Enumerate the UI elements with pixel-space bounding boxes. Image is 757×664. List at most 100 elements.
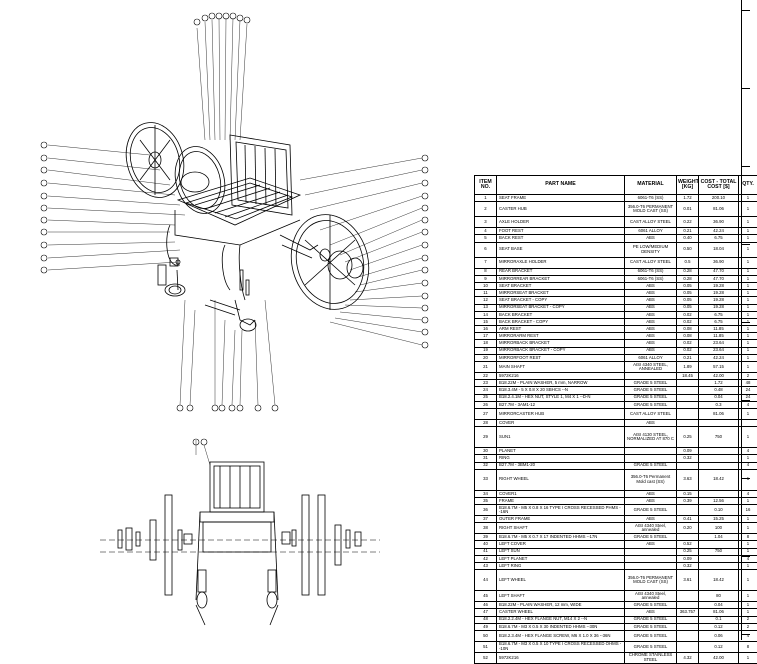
bom-item-no: 20 bbox=[475, 354, 497, 361]
bom-part-name: RIGHT SHAFT bbox=[497, 523, 625, 534]
seat-frame bbox=[167, 135, 300, 300]
front-exploded-view bbox=[100, 439, 380, 625]
bom-material: CHROME STAINLESS STEEL bbox=[625, 652, 677, 663]
bom-material: AISI 4340 Steel, annealed bbox=[625, 523, 677, 534]
bom-cost: 36.90 bbox=[699, 257, 739, 268]
bom-material: ABS bbox=[625, 235, 677, 242]
bom-material: GRADE 5 STEEL bbox=[625, 602, 677, 609]
bom-weight: 0.02 bbox=[677, 311, 699, 318]
bom-item-no: 7 bbox=[475, 257, 497, 268]
bom-part-name: SEAT BASE bbox=[497, 242, 625, 257]
bom-part-name: B18.2.2.4M - HEX FLANGE NUT, M14 X 2 --N bbox=[497, 616, 625, 623]
bom-weight: 0.05 bbox=[677, 304, 699, 311]
bom-material: AISI 4130 STEEL, NORMALIZED AT 870 C bbox=[625, 427, 677, 448]
bom-weight bbox=[677, 419, 699, 426]
bom-cost: 23.64 bbox=[699, 347, 739, 354]
bom-cost: 0.3 bbox=[699, 401, 739, 408]
bom-part-name: B27.7M - 3AM1-12 bbox=[497, 401, 625, 408]
bom-item-no: 5 bbox=[475, 235, 497, 242]
bom-material: 6061-T6 (SS) bbox=[625, 195, 677, 202]
bom-cost: 47.70 bbox=[699, 275, 739, 282]
bom-part-name: COVER bbox=[497, 419, 625, 426]
left-caster bbox=[158, 265, 185, 296]
bom-material: GRADE 5 STEEL bbox=[625, 623, 677, 630]
bom-cost: 23.64 bbox=[699, 340, 739, 347]
bom-part-name: ARM REST bbox=[497, 326, 625, 333]
bom-weight: 363.757 bbox=[677, 609, 699, 616]
bom-weight: 0.15 bbox=[677, 490, 699, 497]
bom-item-no: 10 bbox=[475, 282, 497, 289]
bom-material: CAST ALLOY STEEL bbox=[625, 217, 677, 228]
bom-cost: 18.42 bbox=[699, 570, 739, 591]
right-wheel-exploded bbox=[280, 206, 379, 318]
bom-weight: 1.72 bbox=[677, 195, 699, 202]
bom-material: ABS bbox=[625, 497, 677, 504]
bom-part-name: B18.22M - PLAIN WASHER, 12 mm, WIDE bbox=[497, 602, 625, 609]
bom-item-no: 21 bbox=[475, 362, 497, 373]
bom-item-no: 15 bbox=[475, 318, 497, 325]
bom-cost: 11.85 bbox=[699, 326, 739, 333]
bom-item-no: 6 bbox=[475, 242, 497, 257]
bom-weight: 0.5 bbox=[677, 257, 699, 268]
bom-cost: 19.28 bbox=[699, 297, 739, 304]
bom-weight: 0.02 bbox=[677, 347, 699, 354]
bom-item-no: 30 bbox=[475, 448, 497, 455]
bom-weight: 4.32 bbox=[677, 652, 699, 663]
bom-material: GRADE 5 STEEL bbox=[625, 380, 677, 387]
bom-part-name: RIGHT WHEEL bbox=[497, 469, 625, 490]
bom-weight: 0.08 bbox=[677, 333, 699, 340]
bom-part-name: CASTER WHEEL bbox=[497, 609, 625, 616]
bom-material: PE LOW/MEDIUM DENSITY bbox=[625, 242, 677, 257]
bom-item-no: 48 bbox=[475, 616, 497, 623]
border-tick bbox=[742, 88, 750, 89]
bom-cost: 100 bbox=[699, 523, 739, 534]
bom-material: 6061 ALLOY bbox=[625, 228, 677, 235]
bom-material: ABS bbox=[625, 326, 677, 333]
bom-item-no: 41 bbox=[475, 548, 497, 555]
bom-weight bbox=[677, 591, 699, 602]
bom-weight: 0.28 bbox=[677, 275, 699, 282]
bom-cost: 200.10 bbox=[699, 195, 739, 202]
bom-material: GRADE 5 STEEL bbox=[625, 616, 677, 623]
bom-weight bbox=[677, 623, 699, 630]
bom-item-no: 19 bbox=[475, 347, 497, 354]
bom-material bbox=[625, 373, 677, 380]
bom-weight: 0.09 bbox=[677, 555, 699, 562]
bom-part-name: MIRRORCASTER HUB bbox=[497, 408, 625, 419]
bom-item-no: 36 bbox=[475, 505, 497, 516]
bom-material: 356.0-T6 Permanent Mold cast (SS) bbox=[625, 469, 677, 490]
bom-qty: 8 bbox=[739, 641, 757, 652]
bom-weight: 0.05 bbox=[677, 290, 699, 297]
bom-cost bbox=[699, 490, 739, 497]
bom-weight: 0.21 bbox=[677, 354, 699, 361]
bom-item-no: 13 bbox=[475, 304, 497, 311]
bom-cost: 81.06 bbox=[699, 202, 739, 217]
bom-part-name: B18.6.7M - M5 X 0.8 X 16 TYPE I CROSS RE… bbox=[497, 505, 625, 516]
bom-material: 356.0-T6 PERMANENT MOLD CAST (SS) bbox=[625, 570, 677, 591]
bom-item-no: 52 bbox=[475, 652, 497, 663]
bom-part-name: CASTER HUB bbox=[497, 202, 625, 217]
bom-cost: 36.90 bbox=[699, 217, 739, 228]
top-exploded-view bbox=[41, 13, 428, 411]
bom-material: ABS bbox=[625, 541, 677, 548]
bom-material: ABS bbox=[625, 419, 677, 426]
bom-cost: 1.04 bbox=[699, 534, 739, 541]
bom-part-name: AXLE HOLDER bbox=[497, 217, 625, 228]
